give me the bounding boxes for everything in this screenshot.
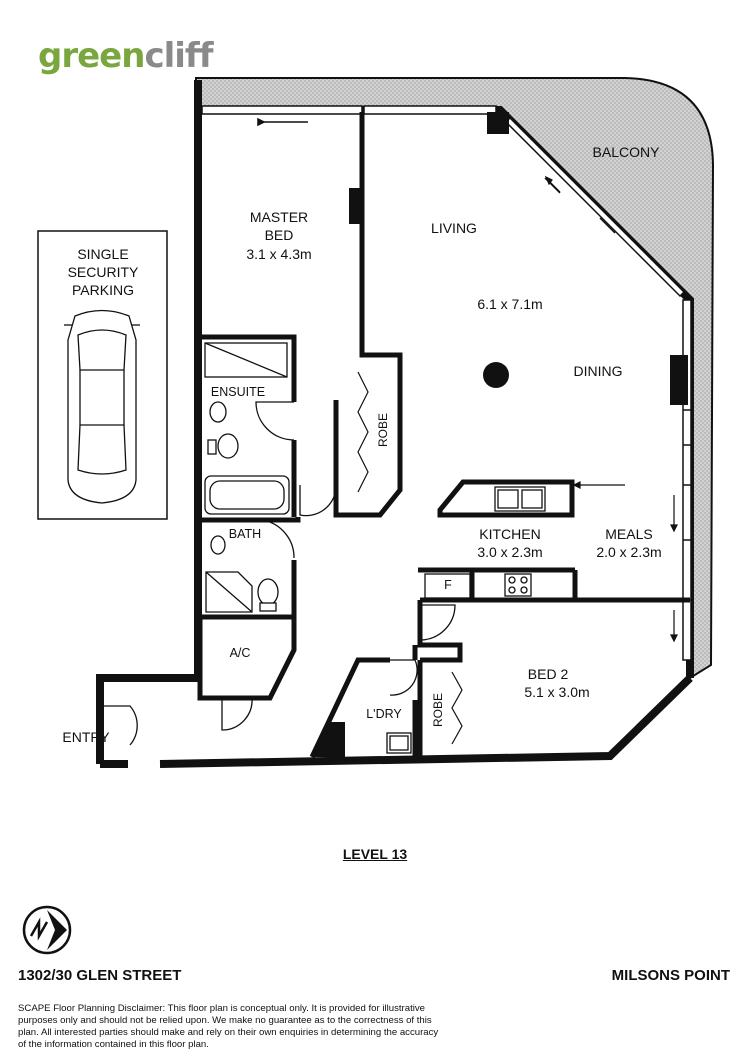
- disclaimer-text: SCAPE Floor Planning Disclaimer: This fl…: [18, 1003, 439, 1050]
- robe-bed2-name: ROBE: [431, 693, 445, 727]
- master-bed-name-1: MASTER: [250, 209, 308, 225]
- right-windows: [682, 299, 692, 661]
- living-size: 6.1 x 7.1m: [477, 296, 542, 312]
- master-bed-size: 3.1 x 4.3m: [246, 246, 311, 262]
- sliding-arrows: [544, 175, 678, 643]
- living-name: LIVING: [431, 220, 477, 236]
- master-bed-name-2: BED: [265, 227, 294, 243]
- dining-name: DINING: [574, 363, 623, 379]
- kitchen-size: 3.0 x 2.3m: [477, 544, 542, 560]
- robe-doors: [357, 371, 463, 745]
- ensuite-basin: [209, 401, 227, 423]
- robe-master-name: ROBE: [376, 413, 390, 447]
- parking-bay: [37, 230, 168, 520]
- parking-line2: SECURITY: [68, 264, 139, 280]
- bed2-name: BED 2: [528, 666, 569, 682]
- pendant-light: [483, 362, 509, 388]
- level-label: LEVEL 13: [0, 846, 750, 862]
- ensuite-toilet: [217, 433, 239, 459]
- top-windows: [201, 105, 497, 127]
- ensuite-fixtures: [204, 342, 290, 515]
- parking-line1: SINGLE: [77, 246, 128, 262]
- property-address: 1302/30 GLEN STREET: [18, 967, 182, 984]
- room-labels: MASTER BED 3.1 x 4.3m LIVING 6.1 x 7.1m …: [62, 144, 661, 745]
- parking-line3: PARKING: [72, 282, 134, 298]
- meals-name: MEALS: [605, 526, 652, 542]
- north-compass-icon: [22, 905, 72, 955]
- car-icon: [64, 309, 140, 504]
- ensuite-name: ENSUITE: [211, 385, 265, 399]
- fridge-space: [424, 573, 471, 599]
- balcony-name: BALCONY: [593, 144, 661, 160]
- cooktop: [504, 573, 532, 597]
- bath-basin: [210, 535, 226, 555]
- greencliff-logo: greencliff: [38, 36, 213, 76]
- property-suburb: MILSONS POINT: [611, 967, 730, 984]
- kitchen-fixtures: [386, 486, 546, 754]
- kitchen-name: KITCHEN: [479, 526, 540, 542]
- ac-name: A/C: [230, 646, 251, 660]
- laundry-name: L'DRY: [366, 707, 402, 721]
- bath-name: BATH: [229, 527, 261, 541]
- bed2-size: 5.1 x 3.0m: [524, 684, 589, 700]
- meals-size: 2.0 x 2.3m: [596, 544, 661, 560]
- bath-toilet: [257, 578, 279, 606]
- door-swings: [100, 401, 456, 746]
- interior-walls: [197, 112, 690, 759]
- bath-fixtures: [205, 535, 279, 613]
- entry-name: ENTRY: [62, 729, 110, 745]
- level-label-text: LEVEL 13: [342, 846, 408, 862]
- logo-text-cliff: cliff: [144, 36, 213, 76]
- fridge-name: F: [444, 578, 452, 592]
- logo-text-green: green: [38, 36, 145, 76]
